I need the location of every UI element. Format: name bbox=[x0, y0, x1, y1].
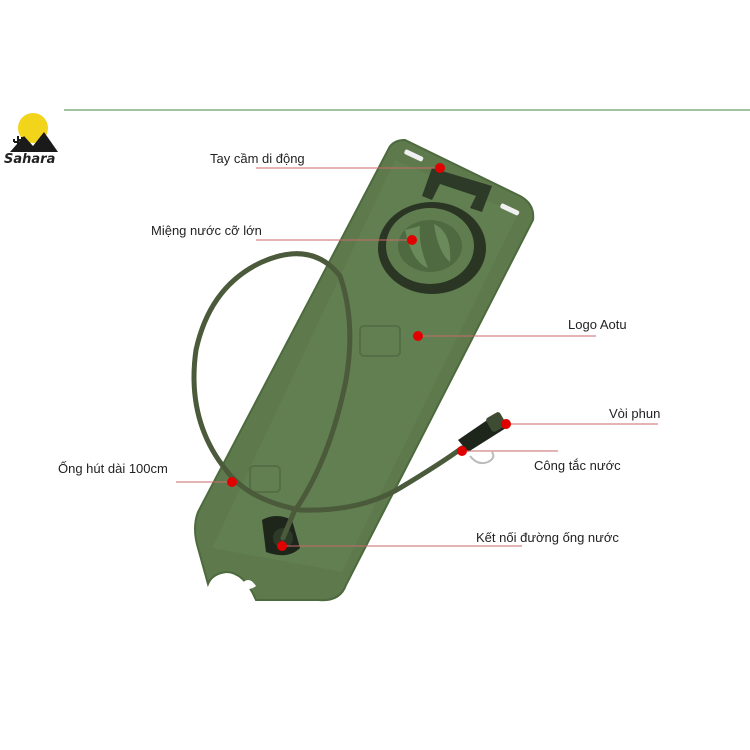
cactus-icon bbox=[13, 136, 23, 152]
marker-handle bbox=[435, 163, 445, 173]
water-switch bbox=[469, 451, 495, 465]
hydration-bladder bbox=[194, 138, 535, 602]
bite-valve bbox=[458, 412, 506, 452]
mountain-icon bbox=[10, 132, 58, 152]
aotu-logo-emboss bbox=[249, 325, 401, 493]
marker-switch bbox=[457, 446, 467, 456]
callout-lines bbox=[176, 167, 658, 547]
label-switch: Công tắc nước bbox=[534, 458, 621, 473]
label-logo: Logo Aotu bbox=[568, 317, 627, 332]
drinking-tube bbox=[191, 251, 465, 541]
marker-tube bbox=[227, 477, 237, 487]
brand-logo bbox=[10, 113, 58, 152]
label-tube: Ống hút dài 100cm bbox=[58, 461, 168, 476]
marker-connector bbox=[277, 541, 287, 551]
brand-name: Sahara bbox=[4, 152, 56, 167]
sun-icon bbox=[18, 113, 48, 143]
large-fill-port bbox=[378, 202, 486, 294]
portable-handle bbox=[422, 168, 492, 212]
label-mouth: Miệng nước cỡ lớn bbox=[151, 223, 262, 238]
label-handle: Tay cầm di động bbox=[210, 151, 305, 166]
marker-logo bbox=[413, 331, 423, 341]
marker-mouth bbox=[407, 235, 417, 245]
label-nozzle: Vòi phun bbox=[609, 406, 661, 421]
marker-nozzle bbox=[501, 419, 511, 429]
callout-markers bbox=[227, 163, 511, 551]
label-connector: Kết nối đường ống nước bbox=[476, 530, 619, 545]
